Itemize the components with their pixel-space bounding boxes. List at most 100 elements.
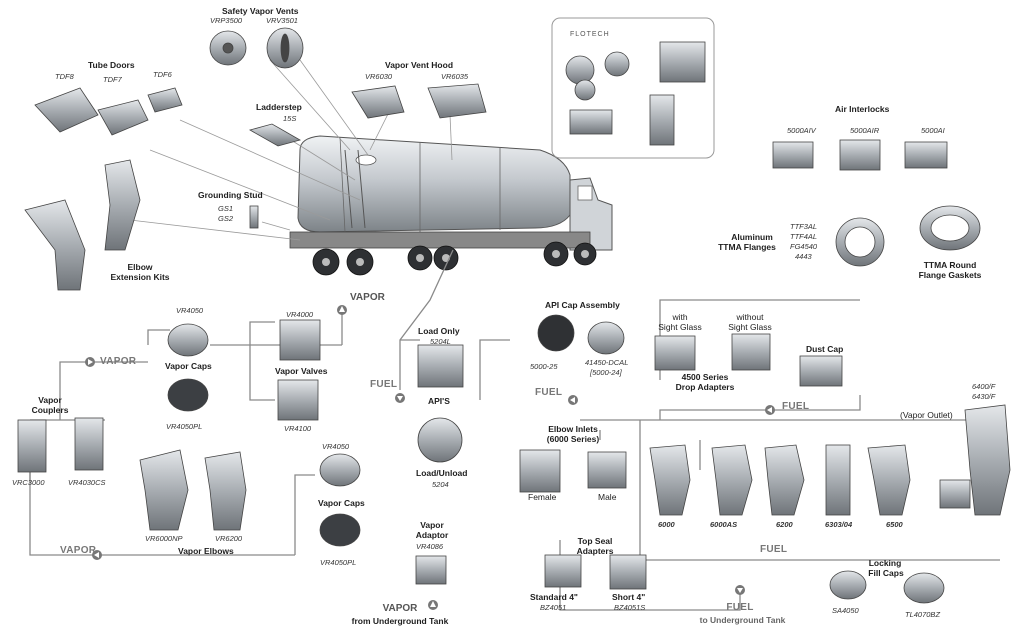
part-tl4070bz: TL4070BZ	[905, 610, 941, 619]
label-couplers-1: Vapor	[38, 395, 62, 405]
part-6430f: 6430/F	[972, 392, 996, 401]
part-vr6035: VR6035	[441, 72, 469, 81]
label-aluminum-2: TTMA Flanges	[718, 242, 776, 252]
part-ttf4al: TTF4AL	[790, 232, 818, 241]
part-fg4540: FG4540	[790, 242, 818, 251]
label-drop-1: 4500 Series	[681, 372, 729, 382]
label-adaptor-1: Vapor	[420, 520, 444, 530]
part-bz4051s: BZ4051S	[614, 603, 646, 612]
part-5204l: 5204L	[430, 337, 451, 346]
flow-fuel-ut-2: to Underground Tank	[699, 615, 786, 625]
label-sight-glass-1: Sight Glass	[658, 322, 702, 332]
part-vr4050-top: VR4050	[176, 306, 204, 315]
label-aluminum-1: Aluminum	[731, 232, 773, 242]
part-5000-25: 5000-25	[530, 362, 558, 371]
part-6400f: 6400/F	[972, 382, 996, 391]
label-elbow-ext-2: Extension Kits	[110, 272, 170, 282]
label-grounding-stud: Grounding Stud	[198, 190, 263, 200]
label-safety-vents: Safety Vapor Vents	[222, 6, 299, 16]
flow-fuel-ut-1: FUEL	[726, 602, 754, 613]
part-vr4050-bot: VR4050	[322, 442, 350, 451]
label-male: Male	[598, 492, 617, 502]
part-6000as: 6000AS	[710, 520, 738, 529]
part-5000air: 5000AIR	[850, 126, 880, 135]
part-tdf8: TDF8	[55, 72, 74, 81]
label-vent-hood: Vapor Vent Hood	[385, 60, 454, 70]
label-air-interlocks: Air Interlocks	[835, 104, 890, 114]
part-vr4050pl-top: VR4050PL	[166, 422, 203, 431]
part-vr6030: VR6030	[365, 72, 393, 81]
part-vr6000np: VR6000NP	[145, 534, 183, 543]
part-vrc3000: VRC3000	[12, 478, 45, 487]
flow-vapor-ut-1: VAPOR	[382, 603, 418, 614]
label-elbow-inlets-1: Elbow Inlets	[548, 424, 598, 434]
flow-vapor-up: VAPOR	[350, 292, 385, 303]
flotech-logo: FLOTECH	[570, 31, 610, 38]
part-vr4050pl-bot: VR4050PL	[320, 558, 357, 567]
label-locking-1: Locking	[868, 558, 902, 568]
part-bz4051: BZ4051	[540, 603, 567, 612]
part-41450-dcal: 41450-DCAL	[585, 358, 629, 367]
part-5000-24: [5000-24]	[590, 368, 622, 377]
label-dust-cap: Dust Cap	[806, 344, 844, 354]
part-sa4050: SA4050	[832, 606, 859, 615]
part-6000: 6000	[658, 520, 675, 529]
part-15s: 15S	[283, 114, 297, 123]
tanker-truck	[289, 135, 613, 276]
label-couplers-2: Couplers	[31, 405, 69, 415]
label-vapor-caps-bot: Vapor Caps	[318, 498, 365, 508]
part-5000ai: 5000AI	[921, 126, 945, 135]
flow-fuel-right: FUEL	[782, 401, 810, 412]
part-6200: 6200	[776, 520, 793, 529]
label-vapor-valves: Vapor Valves	[275, 366, 328, 376]
part-vr6200: VR6200	[215, 534, 243, 543]
part-4443: 4443	[795, 252, 812, 261]
part-ttf3al: TTF3AL	[790, 222, 818, 231]
label-vapor-caps-top: Vapor Caps	[165, 361, 212, 371]
label-vapor-outlet: (Vapor Outlet)	[900, 410, 953, 420]
part-vrp3500: VRP3500	[210, 16, 243, 25]
part-gs1: GS1	[218, 204, 234, 213]
label-elbow-ext-1: Elbow	[127, 262, 153, 272]
label-load-only: Load Only	[418, 326, 460, 336]
flow-vapor-left: VAPOR	[100, 356, 137, 367]
label-female: Female	[528, 492, 557, 502]
label-elbow-inlets-2: (6000 Series)	[546, 434, 600, 444]
label-without: without	[736, 312, 764, 322]
label-adaptor-2: Adaptor	[415, 530, 449, 540]
part-vr4000: VR4000	[286, 310, 314, 319]
label-ladderstep: Ladderstep	[256, 102, 302, 112]
part-vr4030cs: VR4030CS	[68, 478, 106, 487]
label-api-cap: API Cap Assembly	[545, 300, 620, 310]
part-vrv3501: VRV3501	[266, 16, 298, 25]
part-tdf7: TDF7	[103, 75, 122, 84]
part-vr4086: VR4086	[416, 542, 444, 551]
label-short: Short 4"	[612, 592, 646, 602]
label-standard: Standard 4"	[530, 592, 578, 602]
flow-fuel-bottom: FUEL	[760, 544, 788, 555]
part-6303-04: 6303/04	[825, 520, 853, 529]
part-gs2: GS2	[218, 214, 234, 223]
flow-vapor-ut-2: from Underground Tank	[351, 616, 449, 626]
label-load-unload: Load/Unload	[416, 468, 468, 478]
label-gaskets-1: TTMA Round	[923, 260, 977, 270]
flow-fuel-left: FUEL	[370, 379, 398, 390]
label-apis: API'S	[428, 396, 450, 406]
flow-vapor-bottom: VAPOR	[60, 545, 97, 556]
label-tube-doors: Tube Doors	[88, 60, 135, 70]
part-vr4100: VR4100	[284, 424, 312, 433]
label-sight-glass-2: Sight Glass	[728, 322, 772, 332]
label-with: with	[672, 312, 688, 322]
label-drop-2: Drop Adapters	[675, 382, 735, 392]
label-vapor-elbows: Vapor Elbows	[178, 546, 234, 556]
label-gaskets-2: Flange Gaskets	[918, 270, 982, 280]
label-locking-2: Fill Caps	[868, 568, 904, 578]
label-top-seal-2: Adapters	[576, 546, 614, 556]
part-5000aiv: 5000AIV	[787, 126, 816, 135]
part-tdf6: TDF6	[153, 70, 172, 79]
part-5204: 5204	[432, 480, 449, 489]
part-6500: 6500	[886, 520, 903, 529]
flow-fuel-mid: FUEL	[535, 387, 563, 398]
